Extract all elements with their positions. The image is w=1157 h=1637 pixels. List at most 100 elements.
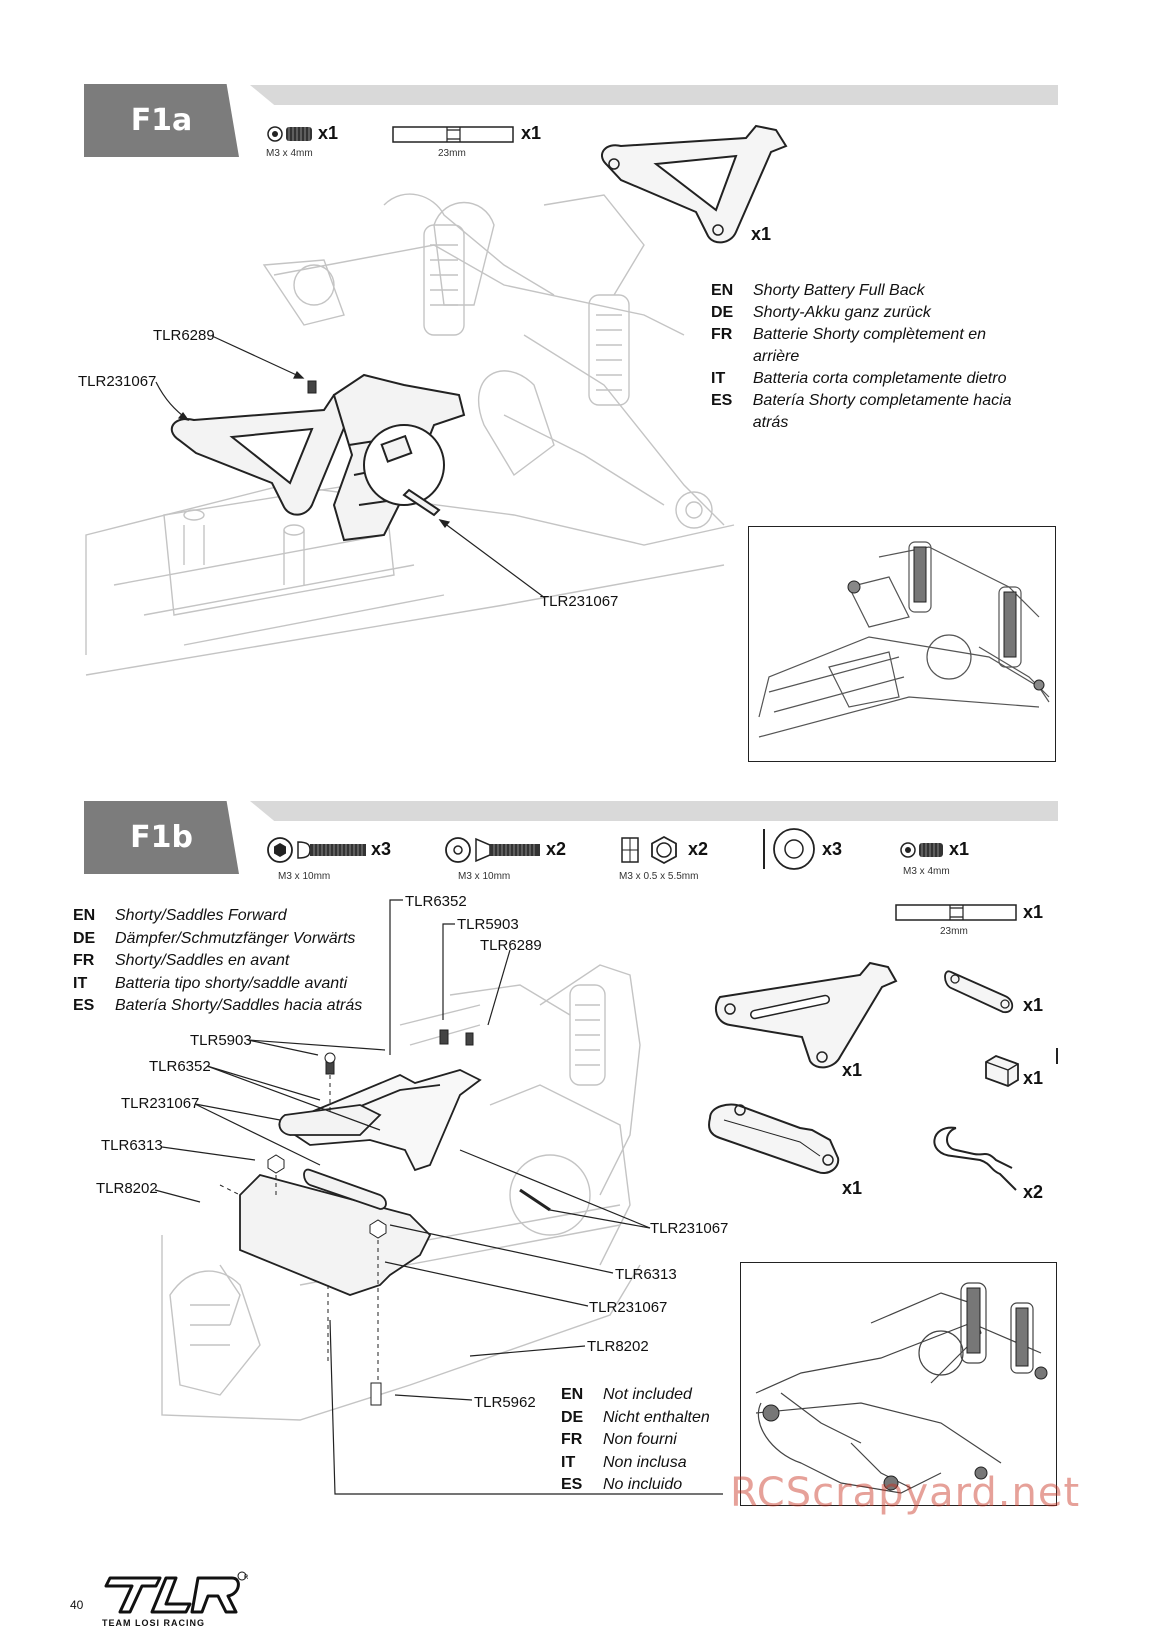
svg-text:R: R <box>244 1575 249 1581</box>
callout-label: TLR231067 <box>121 1095 200 1112</box>
lang-text: Shorty-Akku ganz zurück <box>753 304 931 321</box>
set-screw-icon <box>267 126 312 142</box>
lang-code: IT <box>561 1453 576 1471</box>
callout-label: TLR6289 <box>480 937 542 954</box>
part-spec: 23mm <box>940 926 968 937</box>
page-number: 40 <box>70 1598 84 1612</box>
part-qty: x1 <box>842 1178 863 1198</box>
lang-text: Nicht enthalten <box>603 1408 710 1426</box>
lang-code: ES <box>73 997 95 1014</box>
lang-text: Batterie Shorty complètement en arrière <box>753 326 987 365</box>
callout-label: TLR5903 <box>190 1032 252 1049</box>
part-qty: x1 <box>521 123 542 143</box>
flat-head-screw-icon <box>445 837 540 863</box>
lang-text: Dämpfer/Schmutzfänger Vorwärts <box>115 929 356 947</box>
part-qty: x1 <box>1023 995 1044 1015</box>
step-f1a-header-bar <box>250 85 1058 105</box>
lang-code: ES <box>711 392 733 409</box>
f1b-description: EN Shorty/Saddles Forward DE Dämpfer/Schmu… <box>73 905 413 1018</box>
battery-tray-icon <box>708 1103 840 1174</box>
callout-label: TLR231067 <box>650 1220 729 1237</box>
step-f1b-header-bar <box>250 801 1058 821</box>
washer-icon <box>763 828 815 870</box>
pin-icon <box>392 126 514 143</box>
part-spec: 23mm <box>438 148 466 159</box>
callout-label: TLR5962 <box>474 1394 536 1411</box>
part-spec: M3 x 10mm <box>458 871 511 882</box>
lang-text: Batería Shorty completamente hacia atrás <box>752 392 1012 431</box>
brand-tagline: TEAM LOSI RACING <box>102 1618 205 1628</box>
lang-text: Batería Shorty/Saddles hacia atrás <box>115 997 363 1014</box>
f1b-chassis-drawing <box>161 964 641 1421</box>
margin-tick <box>1056 1048 1058 1064</box>
tlr-logo: R <box>104 1571 249 1614</box>
lang-code: DE <box>73 929 96 947</box>
f1b-overview-inset <box>740 1262 1057 1506</box>
part-spec: M3 x 0.5 x 5.5mm <box>619 871 699 882</box>
callout-label: TLR6313 <box>101 1137 163 1154</box>
lang-text: Batteria corta completamente dietro <box>753 370 1007 387</box>
lock-nut-icon <box>621 835 677 865</box>
callout-label: TLR8202 <box>96 1180 158 1197</box>
pin-icon <box>895 904 1017 921</box>
callout-label: TLR6352 <box>149 1058 211 1075</box>
lang-text: No incluido <box>603 1476 683 1493</box>
part-qty: x3 <box>822 839 843 859</box>
lang-text: Non fourni <box>603 1431 677 1448</box>
part-spec: M3 x 4mm <box>266 148 313 159</box>
lang-code: IT <box>711 370 726 387</box>
part-qty: x2 <box>546 839 567 859</box>
part-qty: x1 <box>949 839 970 859</box>
battery-brace-icon <box>601 124 788 244</box>
callout-label: TLR231067 <box>78 373 157 390</box>
step-f1b-tab: F1b <box>84 801 239 874</box>
lang-code: DE <box>561 1408 584 1426</box>
set-screw-icon <box>900 842 943 858</box>
part-qty: x1 <box>318 123 339 143</box>
part-spec: M3 x 4mm <box>903 866 950 877</box>
callout-label: TLR231067 <box>589 1299 668 1316</box>
lang-code: FR <box>711 326 733 343</box>
inset-car-drawing <box>755 1282 1048 1494</box>
button-head-screw-icon <box>267 837 366 863</box>
lang-text: Shorty Battery Full Back <box>753 282 925 299</box>
watermark: RCScrapyard.net <box>730 1470 1081 1516</box>
battery-brace-icon <box>714 961 898 1069</box>
callout-label: TLR6289 <box>153 327 215 344</box>
lang-code: DE <box>711 304 734 321</box>
link-icon <box>944 970 1014 1013</box>
leader-lines <box>155 335 546 599</box>
lang-text: Shorty/Saddles en avant <box>115 952 290 969</box>
lang-code: ES <box>561 1476 583 1493</box>
part-qty: x2 <box>1023 1182 1044 1202</box>
f1a-overview-inset <box>748 526 1056 762</box>
step-f1a-tab: F1a <box>84 84 239 157</box>
callout-label: TLR6352 <box>405 893 467 910</box>
callout-label: TLR5903 <box>457 916 519 933</box>
lang-text: Not included <box>603 1386 692 1403</box>
f1a-chassis-drawing <box>85 193 735 676</box>
callout-label: TLR8202 <box>587 1338 649 1355</box>
callout-label: TLR6313 <box>615 1266 677 1283</box>
inset-car-drawing <box>758 541 1050 738</box>
lang-code: FR <box>73 952 95 969</box>
f1a-description: EN Shorty Battery Full Back DE Shorty-Akku… <box>711 280 1041 434</box>
part-qty: x1 <box>1023 902 1044 922</box>
part-spec: M3 x 10mm <box>278 871 331 882</box>
part-qty: x1 <box>842 1060 863 1080</box>
spacer-block-icon <box>985 1055 1019 1087</box>
lang-code: FR <box>561 1431 583 1448</box>
lang-text: Shorty/Saddles Forward <box>115 907 287 924</box>
lang-code: EN <box>711 282 734 299</box>
part-qty: x1 <box>751 224 772 244</box>
lang-text: Batteria tipo shorty/saddle avanti <box>115 974 348 992</box>
callout-label: TLR231067 <box>540 593 619 610</box>
lang-code: EN <box>73 907 96 924</box>
part-qty: x2 <box>688 839 709 859</box>
lang-code: IT <box>73 974 88 992</box>
part-qty: x1 <box>1023 1068 1044 1088</box>
body-clip-icon <box>933 1126 1017 1191</box>
lang-text: Non inclusa <box>603 1453 687 1471</box>
